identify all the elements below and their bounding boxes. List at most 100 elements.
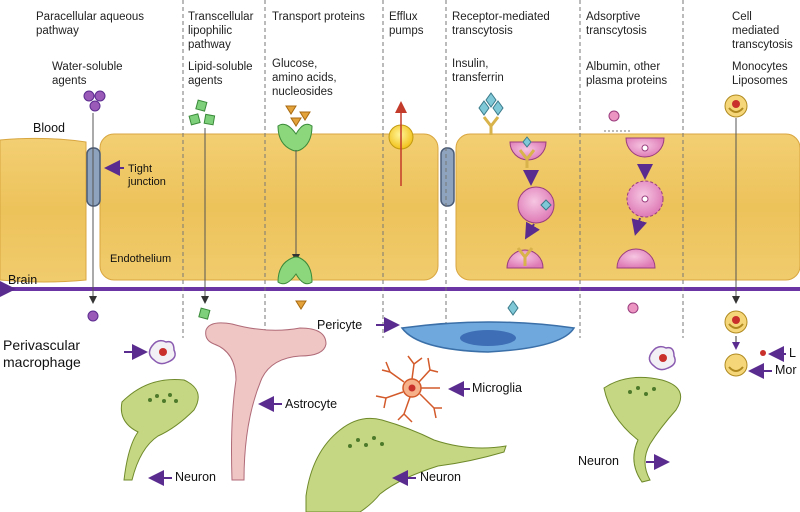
down-arrowhead	[89, 296, 97, 304]
pericyte-nucleus	[460, 330, 516, 346]
water-soluble-molecule	[89, 100, 101, 112]
transferrin-diamond	[478, 100, 490, 116]
monocyte-crescent	[728, 366, 744, 372]
label-legend-l: L	[789, 346, 796, 360]
label-pericyte: Pericyte	[317, 318, 363, 332]
down-arrowhead	[732, 296, 740, 304]
endothelium	[0, 133, 800, 283]
receptor-y	[482, 116, 500, 135]
neuron-granule	[372, 436, 376, 440]
column-agents-adsorptive: Albumin, other plasma proteins	[586, 61, 668, 87]
cell-mediated-transcytosis	[724, 94, 786, 379]
label-microglia: Microglia	[472, 381, 523, 395]
neuron-center	[305, 417, 507, 512]
monocyte-crescent	[728, 323, 744, 329]
label-brain: Brain	[8, 273, 38, 287]
transferrin-brain	[507, 300, 519, 316]
macrophage-nucleus	[159, 348, 167, 356]
lipid-soluble-molecule	[195, 99, 208, 112]
astrocyte-cell	[205, 322, 327, 481]
paracellular-pathway	[83, 90, 124, 322]
adsorptive-transcytosis	[604, 110, 665, 314]
monocyte-crescent	[728, 107, 744, 113]
albumin-brain	[627, 302, 639, 314]
neuron-granule	[356, 438, 360, 442]
column-title-transport: Transport proteins	[272, 11, 365, 23]
microglia-nucleus	[408, 384, 416, 392]
neuron-granule	[348, 444, 352, 448]
column-title-adsorptive: Adsorptive transcytosis	[586, 11, 647, 37]
albumin-molecule	[608, 110, 620, 122]
neuron-granule	[168, 393, 172, 397]
transferrin-diamond	[492, 100, 504, 116]
neuron-granule	[652, 387, 656, 391]
column-agents-receptor: Insulin, transferrin	[452, 58, 504, 84]
monocyte-brain-2	[724, 353, 748, 377]
perivascular-macrophage	[124, 339, 176, 365]
efflux-pump	[388, 101, 414, 186]
column-title-paracellular: Paracellular aqueous pathway	[36, 11, 145, 37]
rmt-arrow-2	[524, 221, 540, 240]
endothelial-cell-right	[455, 133, 800, 281]
endothelial-cell-main	[99, 133, 439, 281]
neuron-granule	[644, 392, 648, 396]
ligand-in-vesicle	[522, 136, 532, 148]
lipophilic-pathway	[188, 99, 216, 320]
lipid-soluble-molecule-brain	[198, 307, 211, 320]
receptor-release	[516, 247, 534, 266]
water-soluble-molecule	[94, 90, 106, 102]
vesicle-adsorptive-exit	[616, 248, 656, 269]
tight-junction-right	[440, 147, 455, 207]
astrocyte	[205, 322, 327, 481]
neuron-cell	[305, 417, 507, 512]
neuron-granule	[148, 398, 152, 402]
glucose-molecule	[285, 105, 297, 115]
liposome-dot	[760, 350, 766, 356]
label-astrocyte: Astrocyte	[285, 397, 338, 411]
transferrin-diamond	[485, 92, 497, 108]
adsorbed-protein	[641, 144, 649, 152]
endothelial-cell-left-edge	[0, 137, 87, 283]
neuron-cell	[603, 376, 682, 483]
receptor-in-vesicle	[518, 149, 536, 168]
column-title-receptor: Receptor-mediated transcytosis	[452, 11, 550, 37]
neuron-granule	[155, 394, 159, 398]
label-endothelium: Endothelium	[110, 253, 172, 265]
column-dividers	[182, 0, 684, 338]
label-legend-mor: Mor	[775, 363, 797, 377]
label-tight-junction: Tight junction	[128, 163, 166, 188]
adsorbed-protein	[641, 195, 649, 203]
transport-proteins	[277, 105, 313, 310]
water-soluble-molecule	[83, 90, 95, 102]
glucose-molecule	[299, 111, 311, 121]
neuron-cell	[120, 378, 199, 481]
amt-arrow-2	[631, 217, 647, 236]
monocyte-nucleus	[732, 316, 740, 324]
water-soluble-molecule-brain	[87, 310, 99, 322]
label-neuron-center: Neuron	[420, 470, 461, 484]
receptor-mediated-transcytosis	[478, 92, 555, 316]
label-neuron-right: Neuron	[578, 454, 619, 468]
neuron-granule	[364, 443, 368, 447]
column-agents-transport: Glucose, amino acids, nucleosides	[272, 58, 337, 98]
vesicle-endocytic	[509, 141, 547, 161]
neuron-granule	[380, 442, 384, 446]
ligand-in-vesicle	[540, 199, 552, 211]
monocyte-nucleus	[732, 100, 740, 108]
glucose-molecule	[290, 117, 302, 127]
column-title-efflux: Efflux pumps	[389, 11, 424, 37]
label-perivascular-macrophage: Perivascular macrophage	[3, 337, 81, 370]
column-title-lipophilic: Transcellular lipophilic pathway	[188, 11, 254, 51]
macrophage-nucleus	[659, 354, 667, 362]
column-agents-paracellular: Water-soluble agents	[52, 61, 123, 87]
label-blood: Blood	[33, 121, 65, 135]
lipid-soluble-molecule	[203, 113, 216, 126]
pericyte	[376, 317, 576, 353]
glucose-molecule-brain	[295, 300, 307, 310]
transporter-protein-abluminal	[277, 256, 313, 285]
transporter-protein-luminal	[277, 123, 313, 152]
neuron-right	[603, 376, 682, 483]
label-neuron-left: Neuron	[175, 470, 216, 484]
microglia-process	[375, 355, 442, 423]
